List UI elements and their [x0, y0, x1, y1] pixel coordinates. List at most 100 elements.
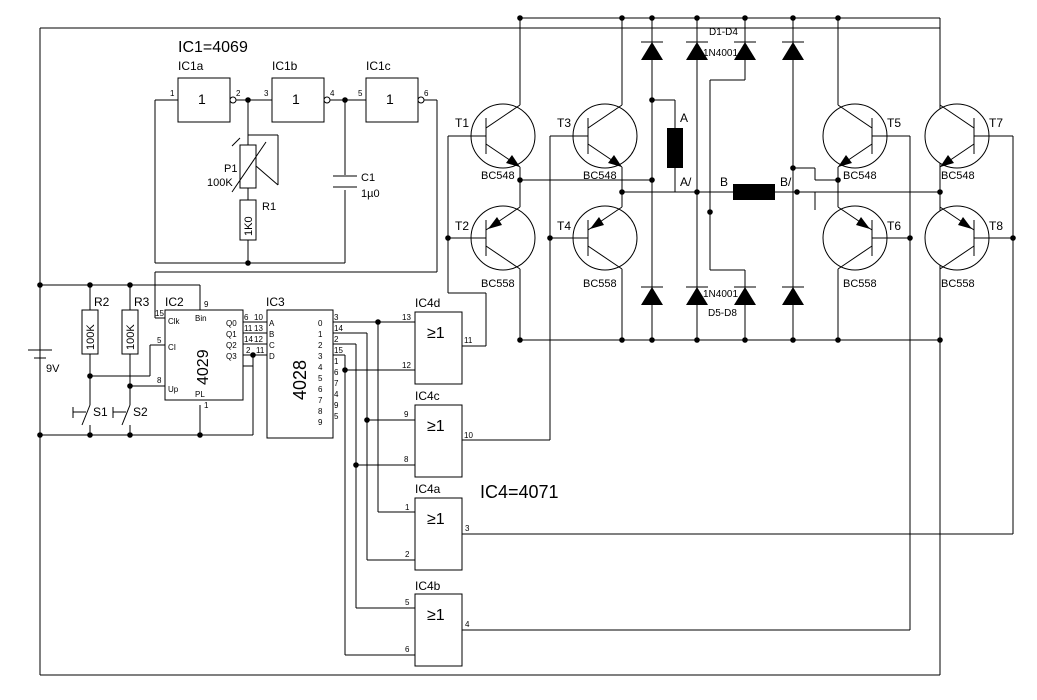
svg-text:8: 8: [157, 376, 162, 385]
svg-text:3: 3: [318, 352, 323, 361]
svg-text:T4: T4: [557, 219, 571, 233]
svg-text:100K: 100K: [125, 324, 137, 350]
ic1b-gate: IC1b 1 3 4: [264, 59, 335, 123]
svg-text:12: 12: [402, 361, 411, 370]
svg-text:C1: C1: [361, 172, 375, 184]
ic2-label: IC2: [165, 295, 184, 309]
ic2-counter: IC2 4029 15 Clk 5 CI 8 Up 9 Bin PL 1 Q0 …: [155, 285, 267, 436]
ic1c-label: IC1c: [366, 59, 391, 73]
ic3-label: IC3: [266, 295, 285, 309]
ic1-title: IC1=4069: [178, 39, 248, 56]
svg-text:3: 3: [465, 524, 470, 533]
svg-text:10: 10: [254, 313, 263, 322]
potentiometer-p1: P1 100K: [207, 137, 279, 193]
battery-label: 9V: [46, 363, 60, 375]
svg-text:1: 1: [334, 357, 339, 366]
svg-text:C: C: [269, 341, 275, 350]
svg-text:BC558: BC558: [843, 278, 877, 290]
svg-text:A: A: [680, 111, 688, 125]
svg-text:T7: T7: [989, 116, 1003, 130]
svg-text:7: 7: [318, 396, 323, 405]
svg-text:BC548: BC548: [583, 170, 617, 182]
ic4a-label: IC4a: [415, 482, 441, 496]
svg-text:CI: CI: [168, 343, 176, 352]
transistor-t4: T4 BC558: [557, 192, 638, 340]
svg-text:T8: T8: [989, 219, 1003, 233]
svg-text:1N4001: 1N4001: [703, 48, 738, 59]
transistor-t1: T1 BC548: [455, 18, 536, 182]
ic4b-label: IC4b: [415, 579, 441, 593]
svg-text:BC548: BC548: [941, 170, 975, 182]
svg-text:5: 5: [318, 374, 323, 383]
svg-text:8: 8: [404, 455, 409, 464]
ic1-junctions: [245, 97, 348, 266]
svg-text:Clk: Clk: [168, 317, 181, 326]
svg-text:T3: T3: [557, 116, 571, 130]
coil-a: A A/: [652, 99, 692, 192]
svg-text:A: A: [269, 319, 275, 328]
svg-text:1: 1: [292, 91, 300, 107]
svg-text:≥1: ≥1: [427, 607, 445, 624]
resistor-r3: R3 100K: [121, 285, 150, 405]
bridge-wiring: [520, 79, 940, 271]
svg-text:2: 2: [236, 89, 241, 98]
transistor-t2: T2 BC558: [455, 180, 536, 340]
ic4c-label: IC4c: [415, 389, 440, 403]
svg-text:4: 4: [330, 89, 335, 98]
svg-text:100K: 100K: [207, 177, 233, 189]
svg-text:T1: T1: [455, 116, 469, 130]
svg-text:12: 12: [254, 335, 263, 344]
ic4c-gate: IC4c ≥1 9 8 10: [404, 389, 473, 478]
svg-text:T5: T5: [887, 116, 901, 130]
ic4-title: IC4=4071: [480, 482, 559, 502]
resistor-r1: R1 1K0: [239, 199, 276, 241]
svg-text:2: 2: [405, 550, 410, 559]
svg-text:D5-D8: D5-D8: [708, 308, 737, 319]
transistor-t7: T7 BC548: [924, 18, 1003, 192]
svg-text:BC558: BC558: [481, 278, 515, 290]
svg-text:B: B: [269, 330, 274, 339]
svg-text:3: 3: [264, 89, 269, 98]
ic1b-label: IC1b: [272, 59, 298, 73]
ic3-part: 4028: [290, 360, 310, 400]
svg-text:15: 15: [334, 346, 343, 355]
svg-text:3: 3: [334, 313, 339, 322]
svg-text:Up: Up: [168, 385, 179, 394]
svg-text:11: 11: [464, 336, 473, 345]
transistor-t3: T3 BC548: [557, 18, 638, 192]
decoder-wiring: [333, 319, 415, 656]
svg-text:P1: P1: [224, 163, 237, 175]
battery-9v: 9V: [28, 285, 60, 435]
svg-text:6: 6: [405, 645, 410, 654]
svg-text:1: 1: [198, 91, 206, 107]
transistor-t6: T6 BC558: [822, 180, 901, 340]
svg-text:1N4001: 1N4001: [703, 289, 738, 300]
or-output-wiring: [445, 135, 1016, 631]
switch-s1: S1: [72, 404, 108, 435]
transistor-t8: T8 BC558: [924, 192, 1003, 290]
svg-text:5: 5: [358, 89, 363, 98]
svg-text:13: 13: [254, 324, 263, 333]
svg-text:≥1: ≥1: [427, 418, 445, 435]
svg-text:1: 1: [386, 91, 394, 107]
svg-text:A/: A/: [680, 175, 692, 189]
coil-b: B B/: [710, 175, 815, 200]
svg-text:11: 11: [256, 346, 265, 355]
svg-text:D: D: [269, 352, 275, 361]
ic1c-gate: IC1c 1 5 6: [358, 59, 429, 123]
svg-text:9: 9: [204, 300, 209, 309]
svg-text:2: 2: [318, 341, 323, 350]
svg-text:BC548: BC548: [843, 170, 877, 182]
transistor-t5: T5 BC548: [822, 18, 901, 182]
svg-text:0: 0: [318, 319, 323, 328]
ic1a-gate: IC1a 1 1 2: [170, 59, 241, 123]
svg-text:1: 1: [405, 503, 410, 512]
svg-text:4: 4: [318, 363, 323, 372]
svg-text:D1-D4: D1-D4: [709, 27, 738, 38]
svg-text:1µ0: 1µ0: [361, 188, 380, 200]
svg-text:2: 2: [246, 346, 251, 355]
diodes-top: D1-D4 1N4001: [641, 18, 804, 340]
svg-text:7: 7: [334, 379, 339, 388]
svg-text:14: 14: [334, 324, 343, 333]
svg-text:5: 5: [157, 336, 162, 345]
